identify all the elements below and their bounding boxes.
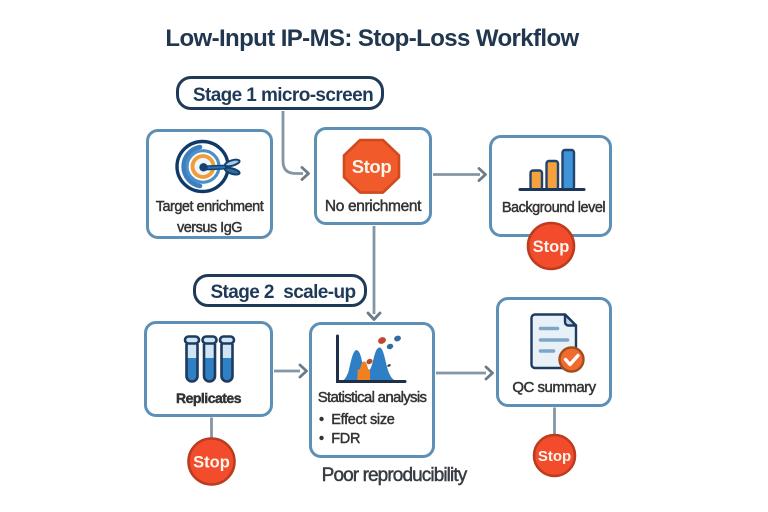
- svg-text:Stop: Stop: [193, 454, 230, 472]
- svg-text:Stop: Stop: [352, 156, 392, 177]
- svg-text:Stop: Stop: [533, 238, 570, 256]
- svg-text:Stop: Stop: [538, 448, 571, 465]
